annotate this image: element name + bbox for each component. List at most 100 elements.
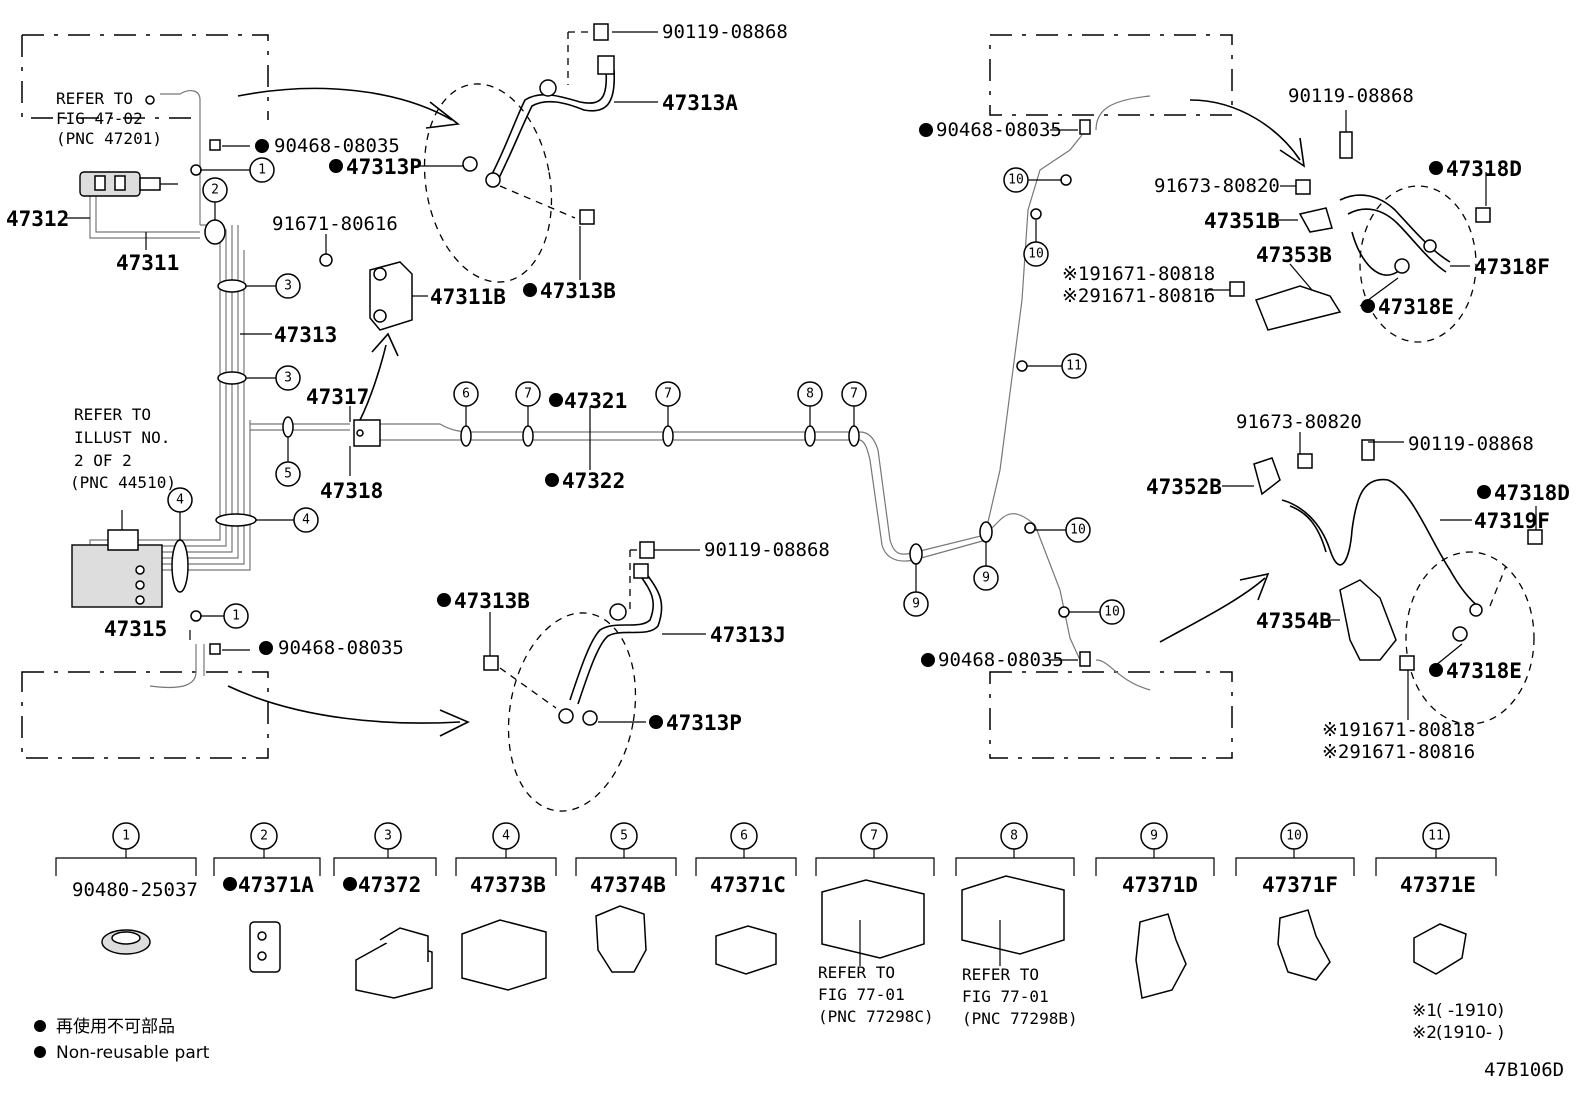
footnote-2-mark: ※2 (1412, 1023, 1437, 1043)
svg-text:3: 3 (284, 371, 292, 386)
refer-77b-line1: REFER TO (962, 965, 1039, 984)
label-90119-a: 90119-08868 (662, 21, 788, 43)
outline-box-top-left (21, 34, 269, 120)
clip-10-part: 47371F (1262, 873, 1338, 897)
diagram-code: 47B106D (1484, 1059, 1564, 1081)
footnote-2-range: (1910- ) (1436, 1023, 1504, 1043)
clip-6-number: 6 (740, 829, 748, 844)
svg-text:7: 7 (850, 387, 858, 402)
nonreusable-dot (1429, 161, 1443, 175)
label-47313B-b: 47313B (454, 589, 530, 613)
refer-illust-line1: REFER TO (74, 405, 151, 424)
label-47321: 47321 (564, 389, 627, 413)
nonreusable-dot (255, 139, 269, 153)
label-90119-d: 90119-08868 (1408, 433, 1534, 455)
label-47352B: 47352B (1146, 475, 1222, 499)
nonreusable-dot (919, 123, 933, 137)
svg-text:10: 10 (1070, 523, 1086, 538)
arrow-top-right (1189, 99, 1301, 161)
label-47313A: 47313A (662, 91, 738, 115)
brake-pipe-main (250, 134, 1083, 661)
svg-text:11: 11 (1066, 359, 1082, 374)
footnote-1-range: ( -1910) (1436, 1001, 1504, 1021)
svg-text:6: 6 (462, 387, 470, 402)
label-91671-80816-a: ※291671-80816 (1062, 285, 1215, 307)
hose-detail-front-right (483, 541, 663, 812)
clip-8-number: 8 (1010, 829, 1018, 844)
label-47322: 47322 (562, 469, 625, 493)
legend-dot-jp (34, 1020, 46, 1032)
clip-9-part: 47371D (1122, 873, 1198, 897)
svg-text:8: 8 (806, 387, 814, 402)
label-47353B: 47353B (1256, 243, 1332, 267)
clip-3-part: 47372 (358, 873, 421, 897)
clip-1-number: 1 (122, 829, 130, 844)
arrow-up-head (371, 332, 399, 357)
refer-fig-47-02-line1: REFER TO (56, 89, 133, 108)
svg-text:1: 1 (258, 163, 266, 178)
label-90468-b: 90468-08035 (278, 637, 404, 659)
label-91671-80818-b: ※191671-80818 (1322, 719, 1475, 741)
label-47313: 47313 (274, 323, 337, 347)
label-47354B: 47354B (1256, 609, 1332, 633)
nonreusable-dot (921, 653, 935, 667)
label-47318E-a: 47318E (1378, 295, 1454, 319)
label-47311B: 47311B (430, 285, 506, 309)
clip-3-number: 3 (384, 829, 392, 844)
refer-illust-line4: (PNC 44510) (70, 473, 176, 492)
label-47315: 47315 (104, 617, 167, 641)
pipe-joint (353, 419, 381, 447)
clip-4-number: 4 (502, 829, 510, 844)
label-47313P-a: 47313P (346, 155, 422, 179)
callout-numbers: 1 2 3 3 4 4 5 1 6 7 7 8 7 9 9 10 10 11 1… (167, 157, 1125, 629)
arrow-bottom-left (227, 685, 461, 724)
label-90468-c: 90468-08035 (936, 119, 1062, 141)
label-90468-a: 90468-08035 (274, 135, 400, 157)
nonreusable-dot (1361, 299, 1375, 313)
nonreusable-dot (649, 715, 663, 729)
hose-detail-front-left (423, 23, 616, 283)
svg-text:9: 9 (982, 571, 990, 586)
svg-text:10: 10 (1104, 605, 1120, 620)
refer-77c-line3: (PNC 77298C) (818, 1007, 934, 1026)
refer-fig-47-02-line3: (PNC 47201) (56, 129, 162, 148)
label-91673-a: 91673-80820 (1154, 175, 1280, 197)
nonreusable-dot (1477, 485, 1491, 499)
outline-box-bottom-right (989, 671, 1233, 759)
svg-text:3: 3 (284, 279, 292, 294)
label-91671-80818-a: ※191671-80818 (1062, 263, 1215, 285)
legend-jp: 再使用不可部品 (56, 1016, 175, 1037)
svg-text:4: 4 (302, 513, 310, 528)
label-90119-c: 90119-08868 (1288, 85, 1414, 107)
nonreusable-dot (545, 473, 559, 487)
nonreusable-dot (1429, 663, 1443, 677)
svg-text:7: 7 (664, 387, 672, 402)
label-47319F: 47319F (1474, 509, 1550, 533)
clip-4-part: 47373B (470, 873, 546, 897)
pipe-clip-marks (171, 164, 1072, 622)
svg-text:7: 7 (524, 387, 532, 402)
clip-2-number: 2 (260, 829, 268, 844)
abs-actuator (71, 510, 163, 608)
clip-9-number: 9 (1150, 829, 1158, 844)
arrow-bottom-right (1159, 577, 1266, 643)
clip-5-part: 47374B (590, 873, 666, 897)
label-47312: 47312 (6, 207, 69, 231)
rear-hose-detail-top (1229, 131, 1491, 343)
label-47318D-a: 47318D (1446, 157, 1522, 181)
refer-77c-line2: FIG 77-01 (818, 985, 905, 1004)
clip-catalog: 1 90480-25037 2 47371A 3 47372 4 47373B … (55, 822, 1497, 1028)
arrow-bottom-left-head (439, 709, 470, 737)
svg-text:4: 4 (176, 493, 184, 508)
arrow-up-47311B (359, 344, 387, 421)
svg-text:1: 1 (232, 609, 240, 624)
clip-5-number: 5 (620, 829, 628, 844)
refer-77b-line2: FIG 77-01 (962, 987, 1049, 1006)
label-47313J: 47313J (710, 623, 786, 647)
refer-77b-line3: (PNC 77298B) (962, 1009, 1078, 1028)
label-47313P-b: 47313P (666, 711, 742, 735)
legend-en: Non-reusable part (56, 1043, 210, 1063)
label-91671-80616: 91671-80616 (272, 213, 398, 235)
label-47351B: 47351B (1204, 209, 1280, 233)
